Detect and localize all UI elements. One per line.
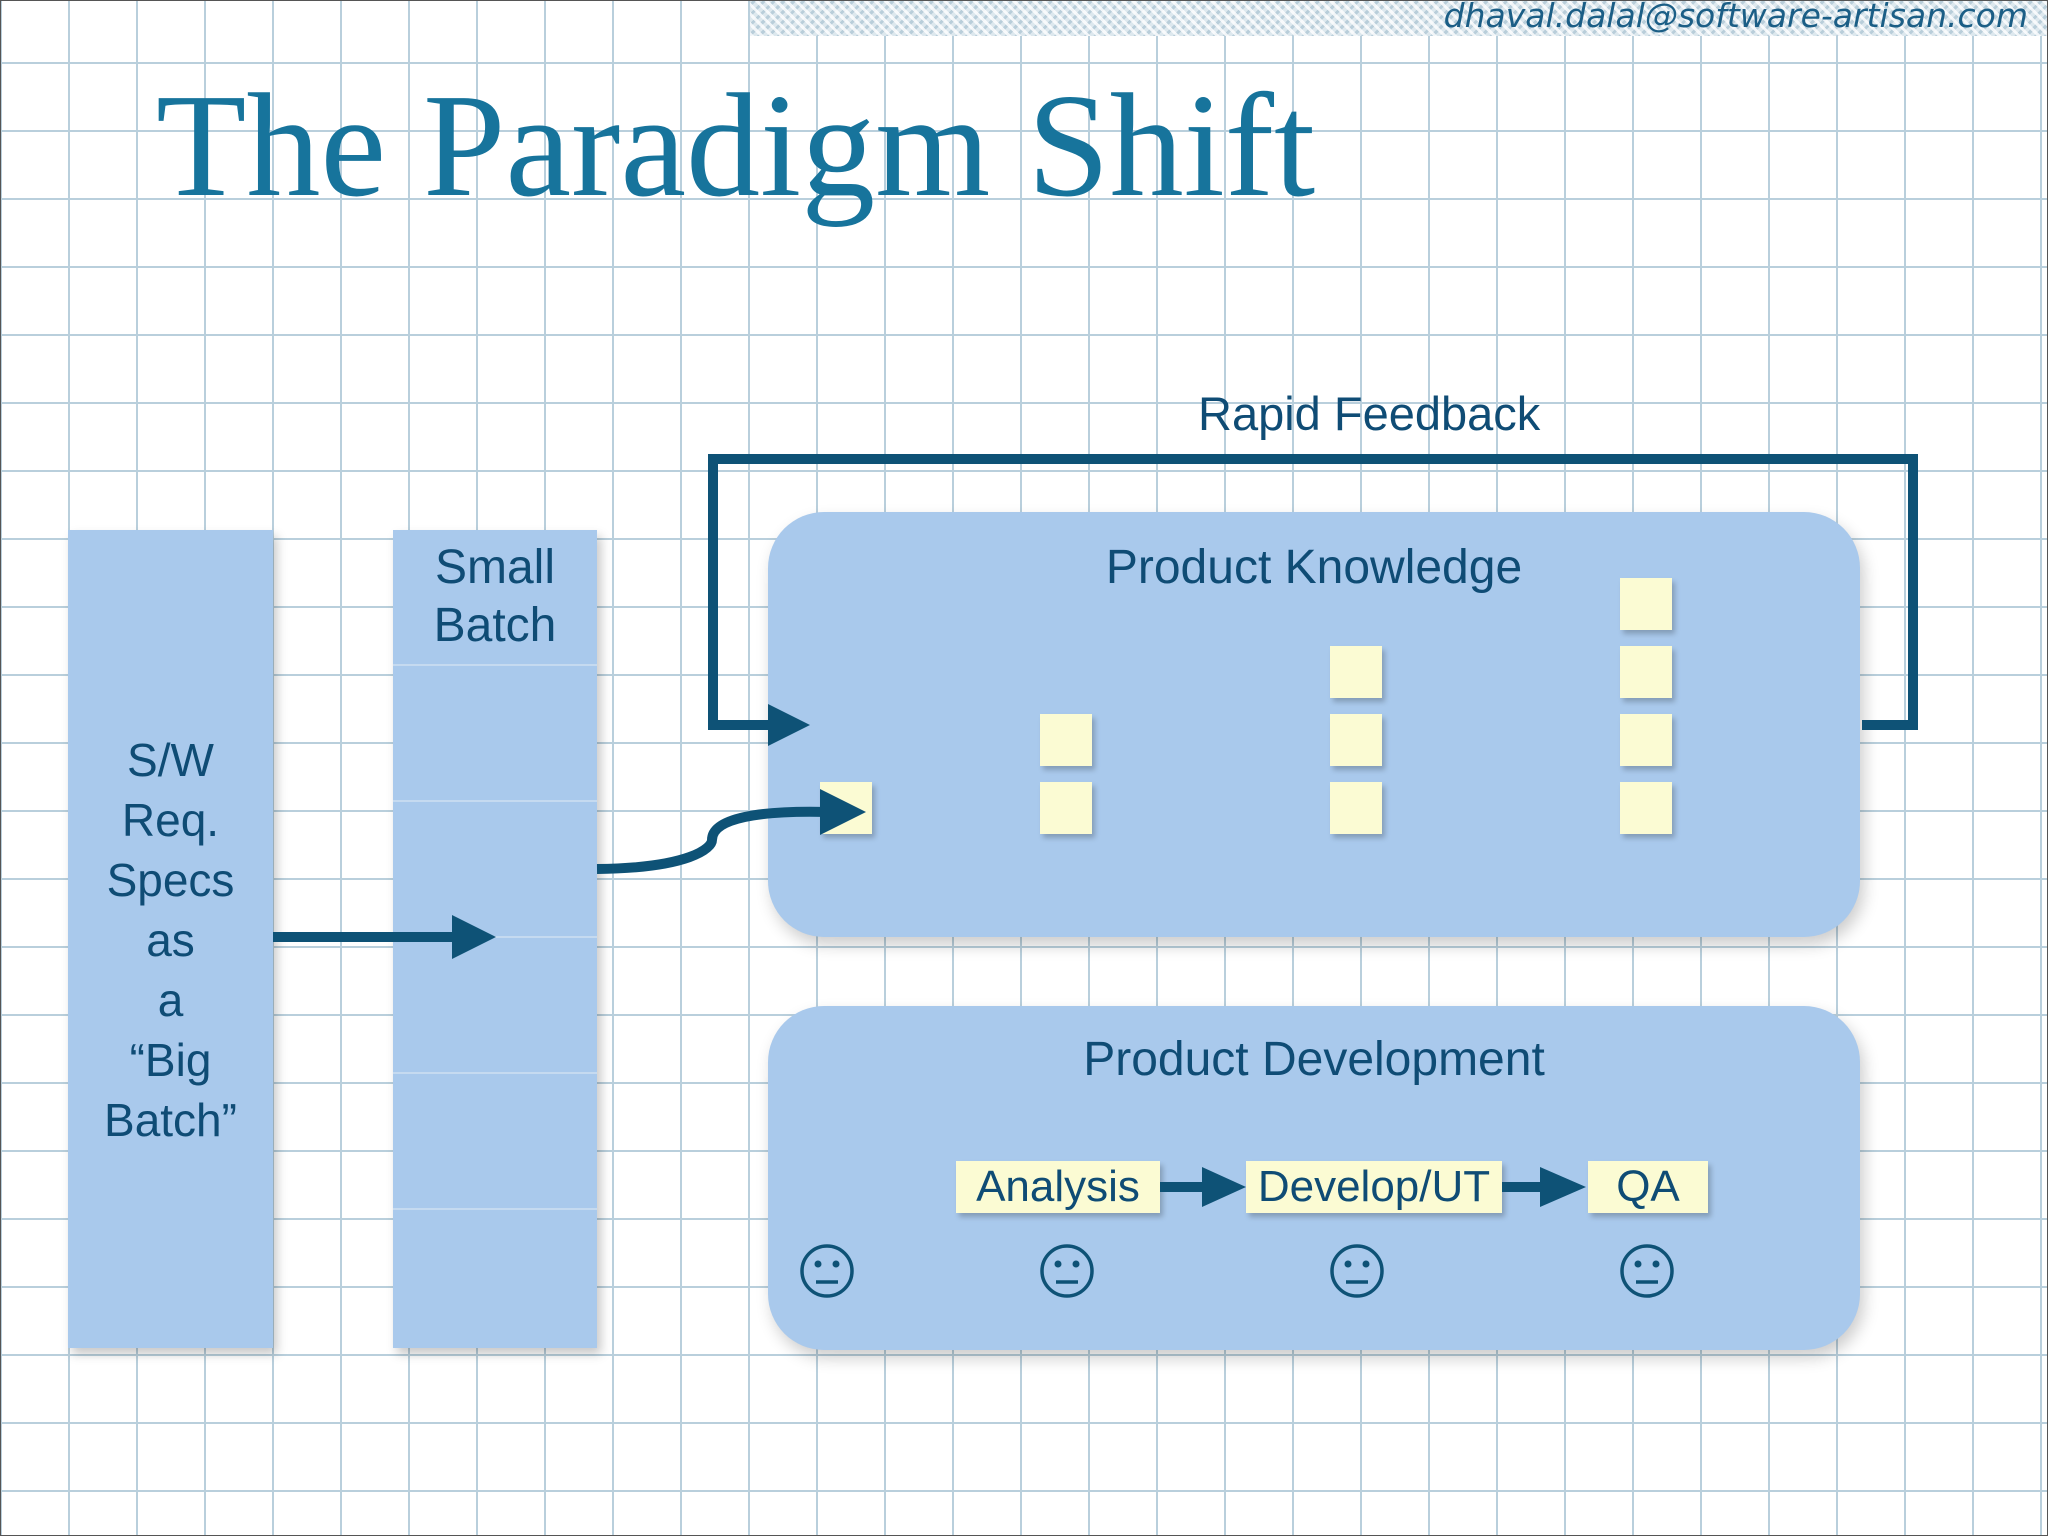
- batch-arrowhead: [452, 915, 496, 959]
- rapid-feedback-loop-arrow: [708, 454, 1918, 730]
- knowledge-sticky-note: [1620, 646, 1672, 698]
- knowledge-sticky-note: [1330, 782, 1382, 834]
- product-knowledge-title: Product Knowledge: [1105, 541, 1523, 594]
- product-development-panel: Product Development Analysis Develop/UT …: [768, 1006, 1860, 1350]
- knowledge-sticky-note: [1620, 782, 1672, 834]
- stage-develop-ut: Develop/UT: [1246, 1161, 1502, 1213]
- develop-arrowhead: [1202, 1167, 1246, 1207]
- neutral-face-icon: [800, 1244, 854, 1298]
- product-knowledge-panel: Product Knowledge: [768, 512, 1860, 937]
- qa-arrowhead: [1540, 1167, 1586, 1207]
- big-batch-column: S/W Req. Specs as a “Big Batch”: [68, 530, 273, 1348]
- small-batch-cell: [393, 1072, 597, 1208]
- small-batch-cell: [393, 664, 597, 800]
- knowledge-sticky-note: [1620, 714, 1672, 766]
- rapid-feedback-label: Rapid Feedback: [1198, 387, 1541, 440]
- knowledge-sticky-note: [1330, 646, 1382, 698]
- stage-qa: QA: [1588, 1161, 1708, 1213]
- product-development-title: Product Development: [1083, 1033, 1545, 1086]
- knowledge-sticky-note: [1040, 714, 1092, 766]
- knowledge-sticky-note: [1040, 782, 1092, 834]
- big-batch-label: S/W Req. Specs as a “Big Batch”: [104, 734, 237, 1146]
- small-batch-label: Small Batch: [433, 541, 557, 652]
- author-email: dhaval.dalal@software-artisan.com: [1443, 0, 2028, 35]
- knowledge-sticky-note: [1620, 578, 1672, 630]
- knowledge-sticky-note: [1330, 714, 1382, 766]
- neutral-face-icon: [1040, 1244, 1094, 1298]
- slide-title: The Paradigm Shift: [156, 64, 1316, 228]
- small-batch-to-knowledge-arrow: [596, 806, 831, 874]
- neutral-face-icon: [1330, 1244, 1384, 1298]
- knowledge-arrowhead: [820, 789, 866, 835]
- stage-analysis: Analysis: [956, 1161, 1160, 1213]
- feedback-arrowhead: [768, 704, 810, 746]
- header-band: [750, 0, 2048, 36]
- small-batch-cell: [393, 1208, 597, 1348]
- small-batch-cell: [393, 800, 597, 936]
- neutral-face-icon: [1620, 1244, 1674, 1298]
